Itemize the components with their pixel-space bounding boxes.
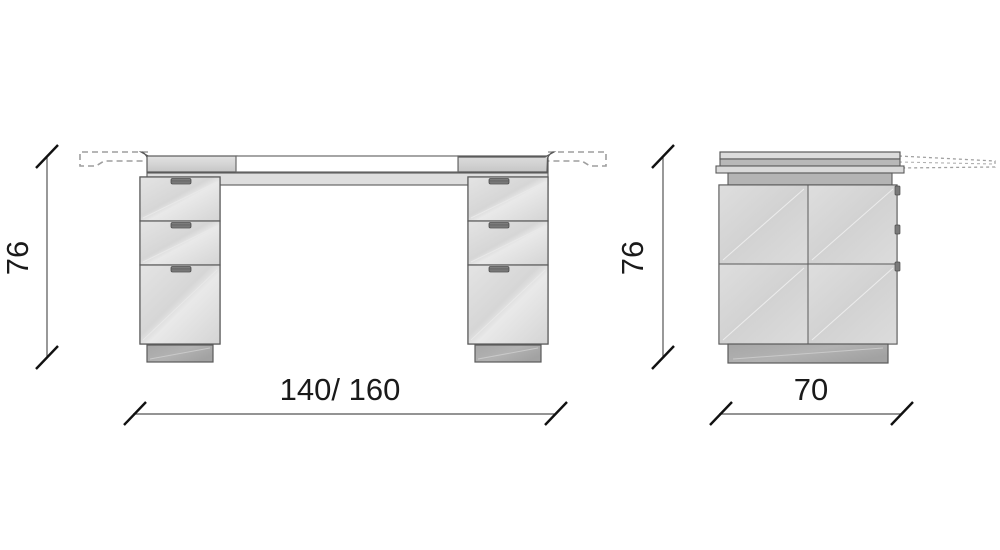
side-top-dashed-extension: [898, 155, 996, 169]
desktop-slab: [138, 151, 557, 186]
front-width-label: 140/ 160: [280, 372, 401, 407]
side-plinth: [727, 343, 889, 364]
side-height-label: 76: [615, 241, 650, 275]
right-pedestal-drawer-3[interactable]: [467, 264, 549, 345]
side-body: [718, 184, 901, 345]
right-pedestal-drawer-1[interactable]: [467, 176, 549, 222]
desktop-left-dashed-extension: [79, 151, 150, 167]
front-height-dimension: 76: [0, 144, 59, 370]
front-width-dimension: 140/ 160: [123, 372, 568, 426]
drawer-handle-icon[interactable]: [488, 222, 510, 229]
side-height-dimension: 76: [615, 144, 675, 370]
drawer-handle-icon[interactable]: [170, 178, 192, 185]
front-view: 76 140/ 160: [0, 144, 607, 426]
front-height-label: 76: [0, 241, 35, 275]
drawer-handle-icon[interactable]: [170, 222, 192, 229]
side-depth-label: 70: [794, 372, 828, 407]
drawer-handle-icon[interactable]: [488, 178, 510, 185]
right-pedestal-drawer-2[interactable]: [467, 220, 549, 266]
right-pedestal-plinth: [474, 344, 542, 363]
side-handle-nub-icon[interactable]: [894, 224, 901, 235]
side-handle-nub-icon[interactable]: [894, 261, 901, 272]
side-handle-nub-icon[interactable]: [894, 185, 901, 196]
left-pedestal-drawer-2[interactable]: [139, 220, 221, 266]
side-view: 76 70: [615, 144, 996, 426]
side-depth-dimension: 70: [709, 372, 914, 426]
right-pedestal: [467, 176, 549, 363]
drawer-handle-icon[interactable]: [170, 266, 192, 273]
left-pedestal-plinth: [146, 344, 214, 363]
left-pedestal-drawer-1[interactable]: [139, 176, 221, 222]
left-pedestal-drawer-3[interactable]: [139, 264, 221, 345]
left-pedestal: [139, 176, 221, 363]
desktop-right-dashed-extension: [546, 151, 607, 167]
side-top-slab: [715, 151, 905, 186]
drawer-handle-icon[interactable]: [488, 266, 510, 273]
